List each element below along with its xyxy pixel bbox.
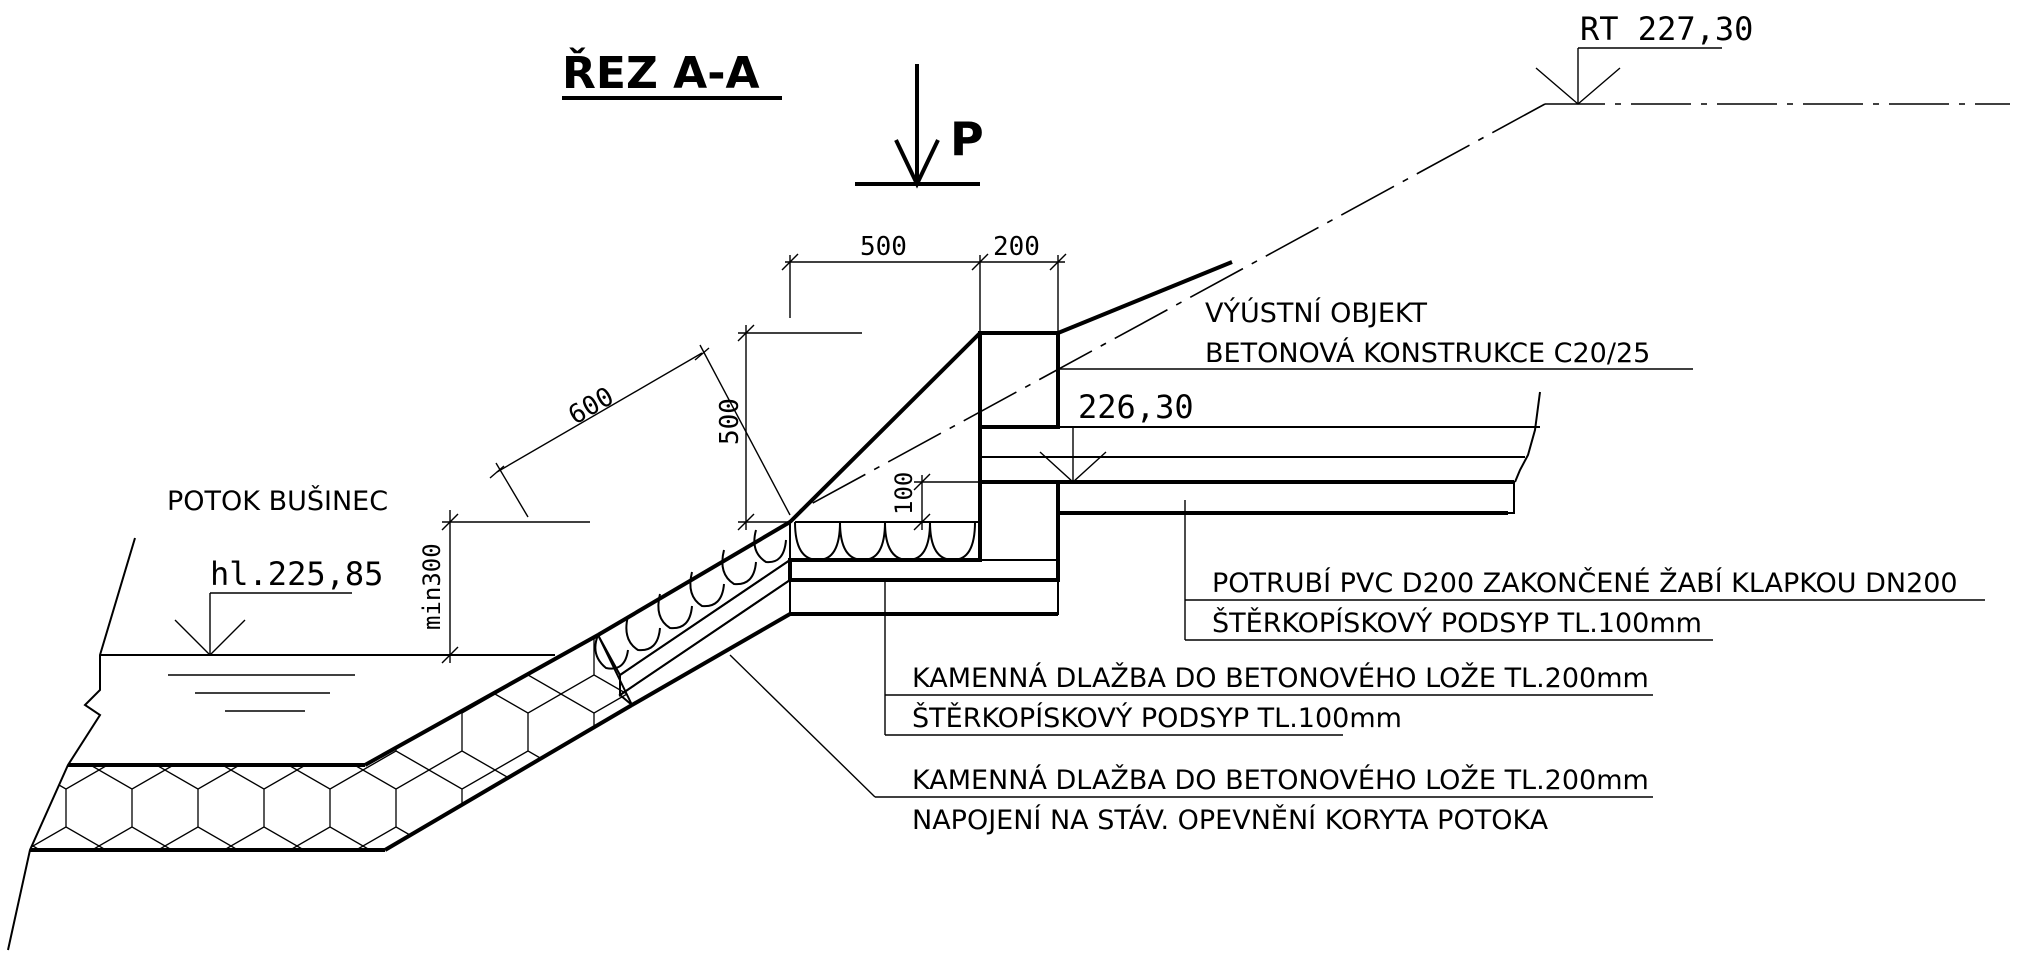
dimension-vertical-500 — [737, 324, 862, 531]
annotation-connection-2: NAPOJENÍ NA STÁV. OPEVNĚNÍ KORYTA POTOKA — [912, 804, 1549, 836]
view-marker-label: P — [950, 112, 984, 166]
original-slope-centerline — [799, 103, 1546, 511]
dimension-top — [781, 253, 1067, 333]
dim-min300: min300 — [418, 543, 446, 630]
dim-100: 100 — [890, 472, 918, 515]
dimension-slope-600 — [489, 344, 791, 518]
rt-elevation-marker — [1535, 47, 1722, 105]
rt-elevation-label: RT 227,30 — [1580, 10, 1753, 48]
leader-pipe — [1184, 500, 1985, 641]
annotation-outlet-2: BETONOVÁ KONSTRUKCE C20/25 — [1205, 337, 1650, 369]
water-level-marker — [168, 592, 355, 712]
annotation-pipe-1: POTRUBÍ PVC D200 ZAKONČENÉ ŽABÍ KLAPKOU … — [1212, 567, 1958, 599]
stream-left-bank — [7, 537, 555, 951]
outlet-floor-paving — [789, 521, 1059, 616]
pipe-elevation-label: 226,30 — [1078, 388, 1194, 426]
leader-paving — [884, 580, 1653, 736]
dimension-min300 — [441, 510, 590, 664]
upper-slope — [1057, 260, 1233, 335]
pipe-gravel-bedding — [1057, 481, 1515, 514]
dim-200-top: 200 — [993, 232, 1040, 262]
dim-600: 600 — [564, 382, 620, 431]
annotation-pipe-2: ŠTĚRKOPÍSKOVÝ PODSYP TL.100mm — [1212, 607, 1702, 639]
leader-connection — [729, 654, 1653, 798]
slope-stone-paving — [594, 520, 792, 707]
annotation-connection-1: KAMENNÁ DLAŽBA DO BETONOVÉHO LOŽE TL.200… — [912, 764, 1649, 796]
section-title: ŘEZ A-A — [562, 46, 760, 99]
view-arrow-icon — [855, 64, 980, 189]
dim-500-vertical: 500 — [715, 398, 745, 445]
dimension-100 — [913, 473, 980, 531]
annotation-paving-1: KAMENNÁ DLAŽBA DO BETONOVÉHO LOŽE TL.200… — [912, 662, 1649, 694]
dim-500-top: 500 — [860, 232, 907, 262]
annotation-outlet-1: VÝÚSTNÍ OBJEKT — [1205, 297, 1428, 329]
pvc-pipe — [980, 391, 1541, 483]
water-elevation-label: hl.225,85 — [210, 555, 383, 593]
existing-streambed-hexagonal-paving — [30, 633, 634, 852]
pipe-elevation-marker — [1039, 426, 1185, 483]
annotation-paving-2: ŠTĚRKOPÍSKOVÝ PODSYP TL.100mm — [912, 702, 1402, 734]
stream-name-label: POTOK BUŠINEC — [167, 485, 388, 517]
